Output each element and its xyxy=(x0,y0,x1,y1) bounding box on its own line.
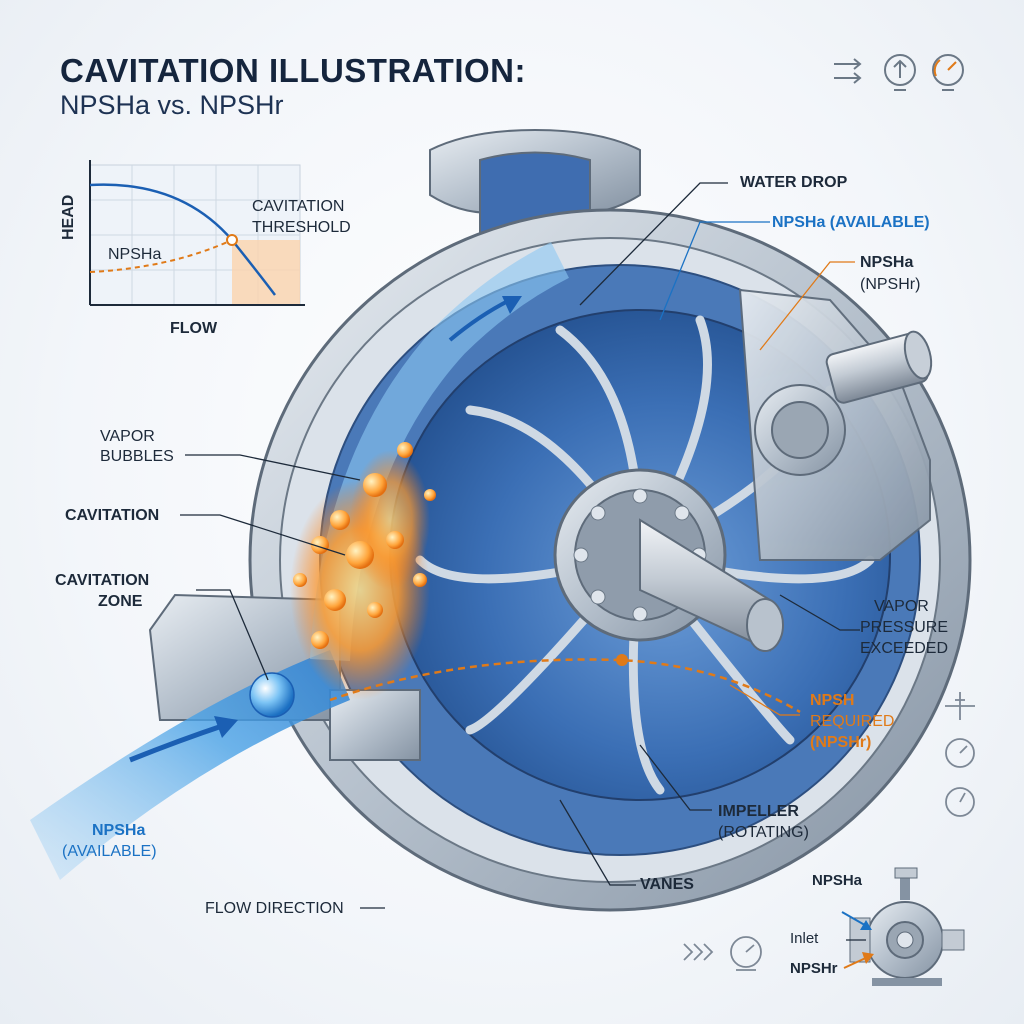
callout-cavitation: CAVITATION xyxy=(65,507,160,524)
callout-npshr-right: (NPSHr) xyxy=(860,276,921,293)
chart-threshold-label-2: THRESHOLD xyxy=(252,219,351,236)
chart-ylabel: HEAD xyxy=(60,194,77,240)
callout-vapor-pressure-1: VAPOR xyxy=(874,598,929,615)
callout-vapor-pressure-2: PRESSURE xyxy=(860,619,949,636)
upload-gauge-icon xyxy=(884,54,916,91)
chart-series-label: NPSHa xyxy=(108,246,162,263)
bottom-icons xyxy=(683,936,762,971)
chart-xlabel: FLOW xyxy=(170,320,218,337)
mini-inlet-label: Inlet xyxy=(790,930,819,947)
gauge-icon xyxy=(945,738,975,768)
callout-impeller-2: (ROTATING) xyxy=(718,824,809,841)
speedometer-icon xyxy=(730,936,762,971)
callout-water-drop: WATER DROP xyxy=(740,174,848,191)
side-icons xyxy=(945,692,975,817)
page-subtitle: NPSHa vs. NPSHr xyxy=(60,90,284,120)
gauge-icon xyxy=(945,787,975,817)
page-title: CAVITATION ILLUSTRATION: xyxy=(60,52,526,89)
callout-vapor-pressure-3: EXCEEDED xyxy=(860,640,949,657)
inset-chart xyxy=(89,160,305,306)
valve-icon xyxy=(945,692,975,720)
callout-npsh-required-1: NPSH xyxy=(810,692,855,709)
callout-npsha-available-top: NPSHa (AVAILABLE) xyxy=(772,214,930,231)
mini-npshr-label: NPSHr xyxy=(790,960,838,977)
callout-cavitation-zone-2: ZONE xyxy=(98,593,143,610)
callout-npsh-required-3: (NPSHr) xyxy=(810,734,872,751)
water-drop xyxy=(249,672,295,718)
flow-arrows-icon xyxy=(834,58,862,84)
callout-npsha-bottom-1: NPSHa xyxy=(92,822,146,839)
fast-forward-icon xyxy=(683,943,714,961)
callout-npsha-bottom-2: (AVAILABLE) xyxy=(62,843,157,860)
mini-npsha-label: NPSHa xyxy=(812,872,863,889)
callout-flow-direction: FLOW DIRECTION xyxy=(205,900,344,917)
callout-vanes: VANES xyxy=(640,876,694,893)
top-icons xyxy=(834,54,964,91)
callout-npsh-required-2: REQUIRED xyxy=(810,713,895,730)
callout-vapor-bubbles-1: VAPOR xyxy=(100,428,155,445)
callout-impeller-1: IMPELLER xyxy=(718,803,799,820)
callout-cavitation-zone-1: CAVITATION xyxy=(55,572,150,589)
chart-threshold-label-1: CAVITATION xyxy=(252,198,345,215)
pressure-gauge-icon xyxy=(932,54,964,91)
callout-npsha-right: NPSHa xyxy=(860,254,914,271)
mini-pump-diagram xyxy=(841,867,965,986)
callout-vapor-bubbles-2: BUBBLES xyxy=(100,448,174,465)
